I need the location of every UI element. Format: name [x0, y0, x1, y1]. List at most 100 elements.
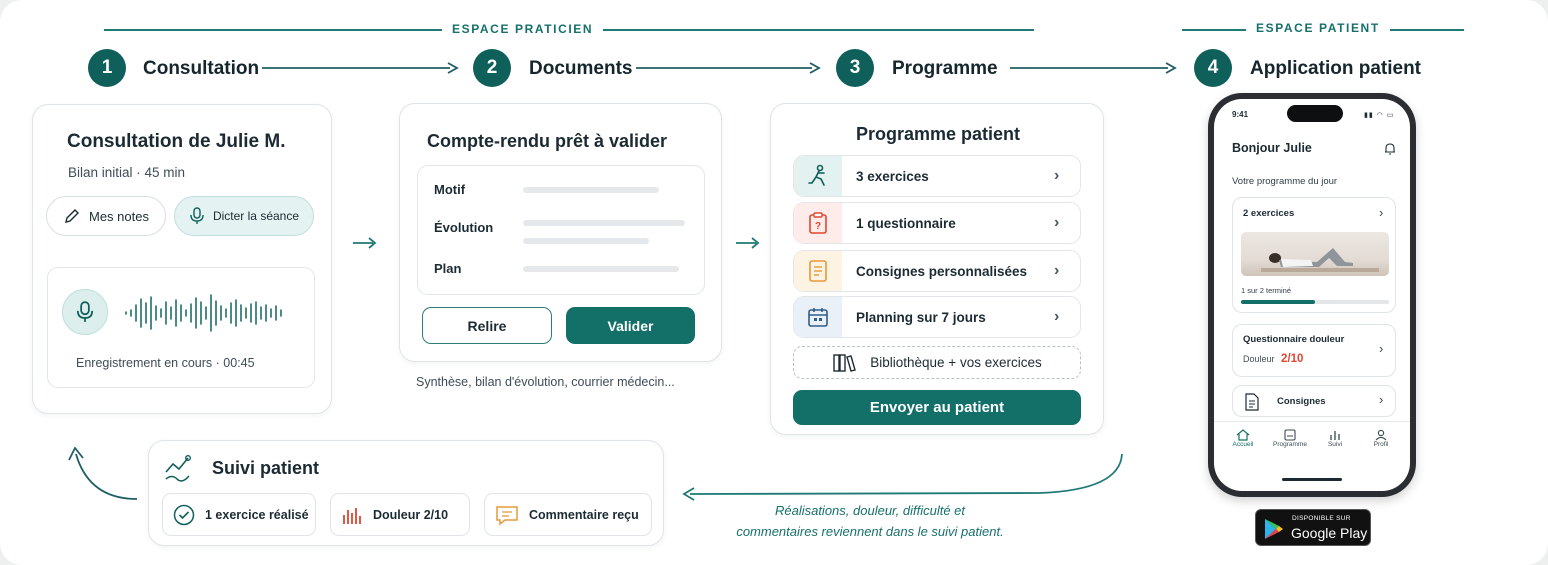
feedback-caption: Réalisations, douleur, difficulté et com…: [700, 500, 1040, 542]
library-label: Bibliothèque + vos exercices: [870, 355, 1042, 370]
step-title-programme: Programme: [892, 58, 998, 79]
library-button[interactable]: Bibliothèque + vos exercices: [793, 346, 1081, 379]
program-of-day: Votre programme du jour: [1232, 176, 1338, 187]
step-arrow-2: [636, 62, 821, 74]
report-line: [523, 220, 685, 226]
bell-icon[interactable]: [1384, 142, 1396, 155]
documents-caption: Synthèse, bilan d'évolution, courrier mé…: [416, 375, 675, 389]
step-title-documents: Documents: [529, 58, 633, 79]
arrow-right-icon: [736, 237, 760, 249]
step-badge-1: 1: [88, 49, 126, 87]
consignes-label: Consignes: [1277, 396, 1326, 407]
report-field-motif: Motif: [434, 182, 466, 197]
step-badge-2: 2: [473, 49, 511, 87]
nav-suivi[interactable]: Suivi: [1327, 441, 1343, 448]
clipboard-question-icon: ?: [794, 203, 842, 243]
send-to-patient-button[interactable]: Envoyer au patient: [793, 390, 1081, 425]
phone-exercises-card[interactable]: 2 exercices › 1 sur 2 terminé: [1232, 197, 1396, 313]
recording-status: Enregistrement en cours · 00:45: [76, 356, 255, 370]
programme-item-label: Planning sur 7 jours: [856, 309, 986, 325]
report-field-plan: Plan: [434, 261, 462, 276]
feedback-caption-line: Réalisations, douleur, difficulté et: [774, 503, 966, 518]
nav-profil[interactable]: Profil: [1373, 441, 1389, 448]
home-indicator: [1282, 478, 1342, 481]
documents-title: Compte-rendu prêt à valider: [427, 131, 668, 151]
programme-item-label: 1 questionnaire: [856, 215, 956, 231]
pain-value: 2/10: [1281, 353, 1304, 365]
return-arrow-icon: [68, 446, 138, 500]
calendar-icon: [794, 297, 842, 337]
chevron-right-icon: ›: [1379, 392, 1384, 407]
waveform-icon: [125, 294, 282, 332]
report-preview: Motif Évolution Plan: [417, 165, 705, 295]
report-line: [523, 238, 649, 244]
step-title-application: Application patient: [1250, 58, 1421, 79]
chevron-right-icon: ›: [1054, 167, 1060, 184]
phone-questionnaire-card[interactable]: Questionnaire douleur Douleur 2/10 ›: [1232, 324, 1396, 377]
progress-fill: [1241, 300, 1315, 304]
phone-exercises-title: 2 exercices: [1243, 208, 1295, 219]
notes-button-label: Mes notes: [89, 208, 149, 224]
google-play-icon: [1265, 519, 1283, 539]
programme-card: Programme patient 3 exercices › ? 1 ques…: [770, 103, 1104, 435]
program-icon[interactable]: [1283, 429, 1297, 441]
notes-icon: [794, 251, 842, 291]
microphone-icon: [76, 301, 94, 322]
section-label-patient: ESPACE PATIENT: [1246, 21, 1390, 35]
report-field-evolution: Évolution: [434, 220, 494, 235]
google-play-badge[interactable]: DISPONIBLE SUR Google Play: [1255, 509, 1371, 546]
progress-label: 1 sur 2 terminé: [1241, 286, 1292, 295]
nav-divider: [1214, 421, 1410, 422]
programme-item-consignes[interactable]: Consignes personnalisées ›: [793, 250, 1081, 292]
notes-button[interactable]: Mes notes: [46, 196, 166, 236]
dictate-button[interactable]: Dicter la séance: [174, 196, 314, 236]
pain-bars-icon: [343, 507, 361, 524]
pencil-icon: [65, 209, 79, 223]
suivi-title: Suivi patient: [212, 458, 320, 478]
programme-item-label: 3 exercices: [856, 168, 929, 184]
suivi-card: Suivi patient 1 exercice réalisé Douleur…: [148, 440, 664, 546]
chevron-right-icon: ›: [1054, 308, 1060, 325]
svg-text:?: ?: [815, 221, 821, 232]
recording-time: 00:45: [223, 356, 255, 370]
nav-accueil[interactable]: Accueil: [1232, 441, 1254, 448]
comment-icon: [496, 505, 518, 526]
home-icon[interactable]: [1236, 429, 1250, 441]
consultation-title: Consultation de Julie M.: [67, 131, 286, 152]
progress-track: [1241, 300, 1389, 304]
recording-panel: Enregistrement en cours · 00:45: [47, 267, 315, 388]
feedback-arrow-icon: [682, 453, 1123, 501]
metric-label: Commentaire reçu: [529, 507, 639, 522]
step-title-consultation: Consultation: [143, 58, 260, 79]
chevron-right-icon: ›: [1379, 205, 1384, 220]
chevron-right-icon: ›: [1054, 214, 1060, 231]
dictate-button-label: Dicter la séance: [212, 209, 300, 223]
metric-comment: Commentaire reçu: [484, 493, 652, 536]
dynamic-island: [1287, 105, 1343, 122]
phone-frame: 9:41 ▮▮ ◠ ▭ Bonjour Julie Votre programm…: [1208, 93, 1416, 497]
programme-item-questionnaire[interactable]: ? 1 questionnaire ›: [793, 202, 1081, 244]
report-line: [523, 187, 659, 193]
programme-item-planning[interactable]: Planning sur 7 jours ›: [793, 296, 1081, 338]
books-icon: [833, 353, 857, 372]
microphone-icon: [190, 207, 204, 224]
documents-card: Compte-rendu prêt à valider Motif Évolut…: [399, 103, 722, 362]
nav-programme[interactable]: Programme: [1273, 441, 1307, 448]
signal-icon: ▮▮ ◠ ▭: [1364, 112, 1395, 119]
badge-store-name: Google Play: [1291, 525, 1368, 541]
feedback-caption-line: commentaires reviennent dans le suivi pa…: [736, 524, 1004, 539]
reread-button[interactable]: Relire: [422, 307, 552, 344]
stats-icon[interactable]: [1328, 429, 1342, 441]
validate-button[interactable]: Valider: [566, 307, 695, 344]
document-icon: [1245, 393, 1259, 411]
report-line: [523, 266, 679, 272]
phone-consignes-card[interactable]: Consignes ›: [1232, 385, 1396, 417]
record-mic-button[interactable]: [62, 289, 108, 335]
arrow-right-icon: [353, 237, 377, 249]
metric-label: Douleur 2/10: [373, 507, 449, 522]
consultation-subtitle: Bilan initial · 45 min: [68, 165, 186, 180]
programme-item-exercises[interactable]: 3 exercices ›: [793, 155, 1081, 197]
section-label-praticien: ESPACE PRATICIEN: [442, 22, 604, 36]
programme-item-label: Consignes personnalisées: [856, 263, 1028, 279]
profile-icon[interactable]: [1374, 429, 1388, 441]
